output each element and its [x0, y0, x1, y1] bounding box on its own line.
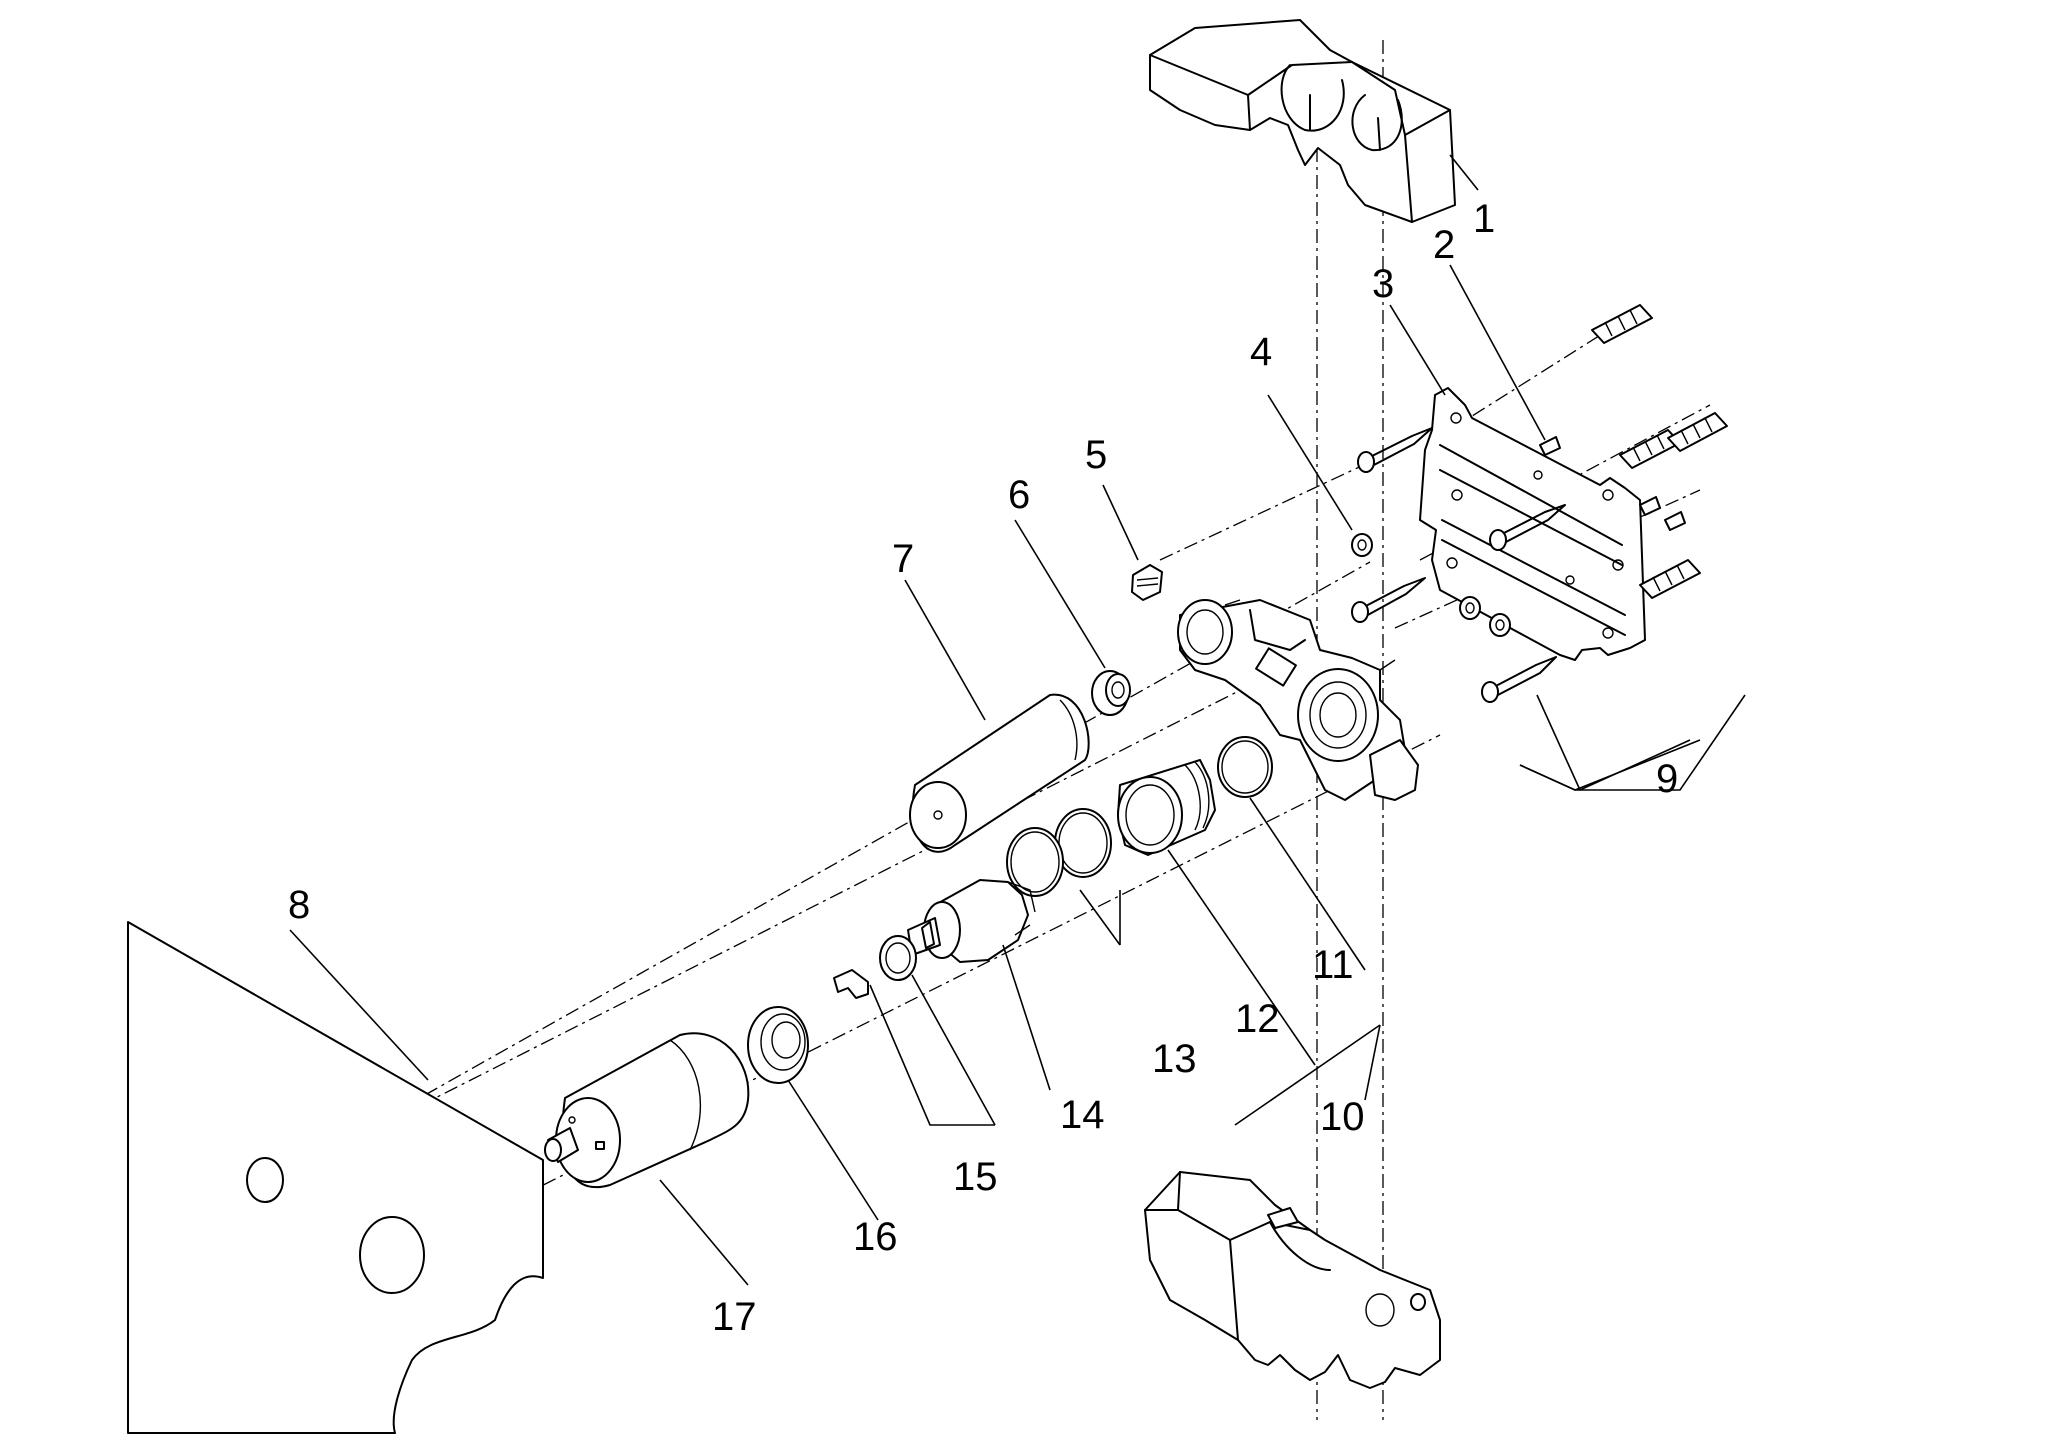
part-label-17: 17: [712, 1295, 757, 1339]
two-o-rings: [1006, 808, 1112, 897]
part-label-4: 4: [1250, 330, 1272, 374]
part-label-2: 2: [1433, 223, 1455, 267]
part-label-12: 12: [1235, 997, 1280, 1041]
adapter-ring: [747, 1006, 809, 1084]
handle: [544, 1032, 750, 1189]
nut: [1091, 670, 1131, 716]
part-label-13: 13: [1152, 1037, 1197, 1081]
clip-and-ring: [833, 935, 917, 999]
center-axes: [1316, 40, 1384, 1420]
part-label-6: 6: [1008, 473, 1030, 517]
upper-mounting-block: [1149, 19, 1456, 223]
cartridge: [907, 879, 1036, 963]
part-label-1: 1: [1473, 197, 1495, 241]
small-plug: [1131, 564, 1163, 601]
part-label-8: 8: [288, 883, 310, 927]
part-label-7: 7: [892, 537, 914, 581]
part-labels: 1 2 3 4 5 6 7 8 9 10 11 12 13 14 15 16 1…: [288, 197, 1678, 1339]
part-label-14: 14: [1060, 1093, 1105, 1137]
part-label-16: 16: [853, 1215, 898, 1259]
part-label-3: 3: [1372, 262, 1394, 306]
large-o-ring: [1217, 736, 1273, 798]
valve-body: [1177, 599, 1419, 801]
part-label-9: 9: [1656, 757, 1678, 801]
screws-and-wall-plugs: [1351, 304, 1728, 703]
mounting-plate: [1419, 387, 1646, 661]
cylinder-sleeve: [909, 693, 1090, 853]
part-label-15: 15: [953, 1155, 998, 1199]
threaded-sleeve: [1117, 759, 1216, 856]
part-label-11: 11: [1312, 943, 1354, 987]
lower-mounting-block: [1144, 1171, 1441, 1389]
part-label-5: 5: [1085, 433, 1107, 477]
cover-plate: [127, 921, 544, 1434]
leader-lines: [289, 154, 1746, 1286]
part-label-10: 10: [1320, 1095, 1365, 1139]
